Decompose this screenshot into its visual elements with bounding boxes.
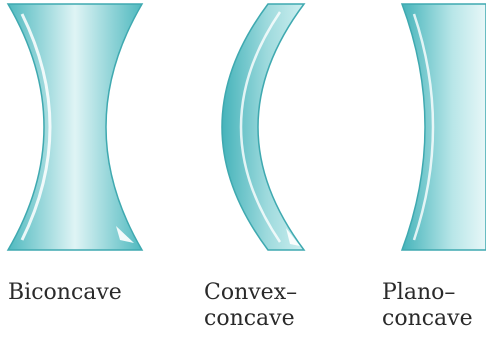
plano-concave-lens-body: [402, 4, 486, 250]
biconcave-lens: [8, 4, 142, 250]
plano-concave-label: Plano– concave: [382, 280, 473, 332]
plano-concave-label-line-2: concave: [382, 306, 473, 332]
convex-concave-lens: [222, 4, 304, 250]
convex-concave-label: Convex– concave: [204, 280, 297, 332]
biconcave-lens-body: [8, 4, 142, 250]
biconcave-label-line-1: Biconcave: [8, 280, 122, 306]
convex-concave-label-line-2: concave: [204, 306, 297, 332]
plano-concave-label-line-1: Plano–: [382, 280, 473, 306]
convex-concave-label-line-1: Convex–: [204, 280, 297, 306]
biconcave-label: Biconcave: [8, 280, 122, 306]
plano-concave-lens: [402, 4, 486, 250]
